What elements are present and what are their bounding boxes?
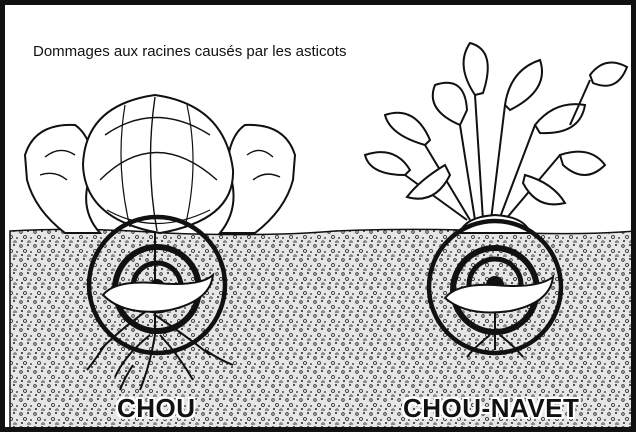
rutabaga-icon (365, 43, 627, 233)
rutabaga-label: CHOU-NAVET (403, 393, 579, 424)
root-damage-illustration (5, 5, 636, 432)
diagram-title: Dommages aux racines causés par les asti… (33, 43, 346, 60)
cabbage-label: CHOU (117, 393, 196, 424)
cabbage-icon (25, 95, 295, 233)
